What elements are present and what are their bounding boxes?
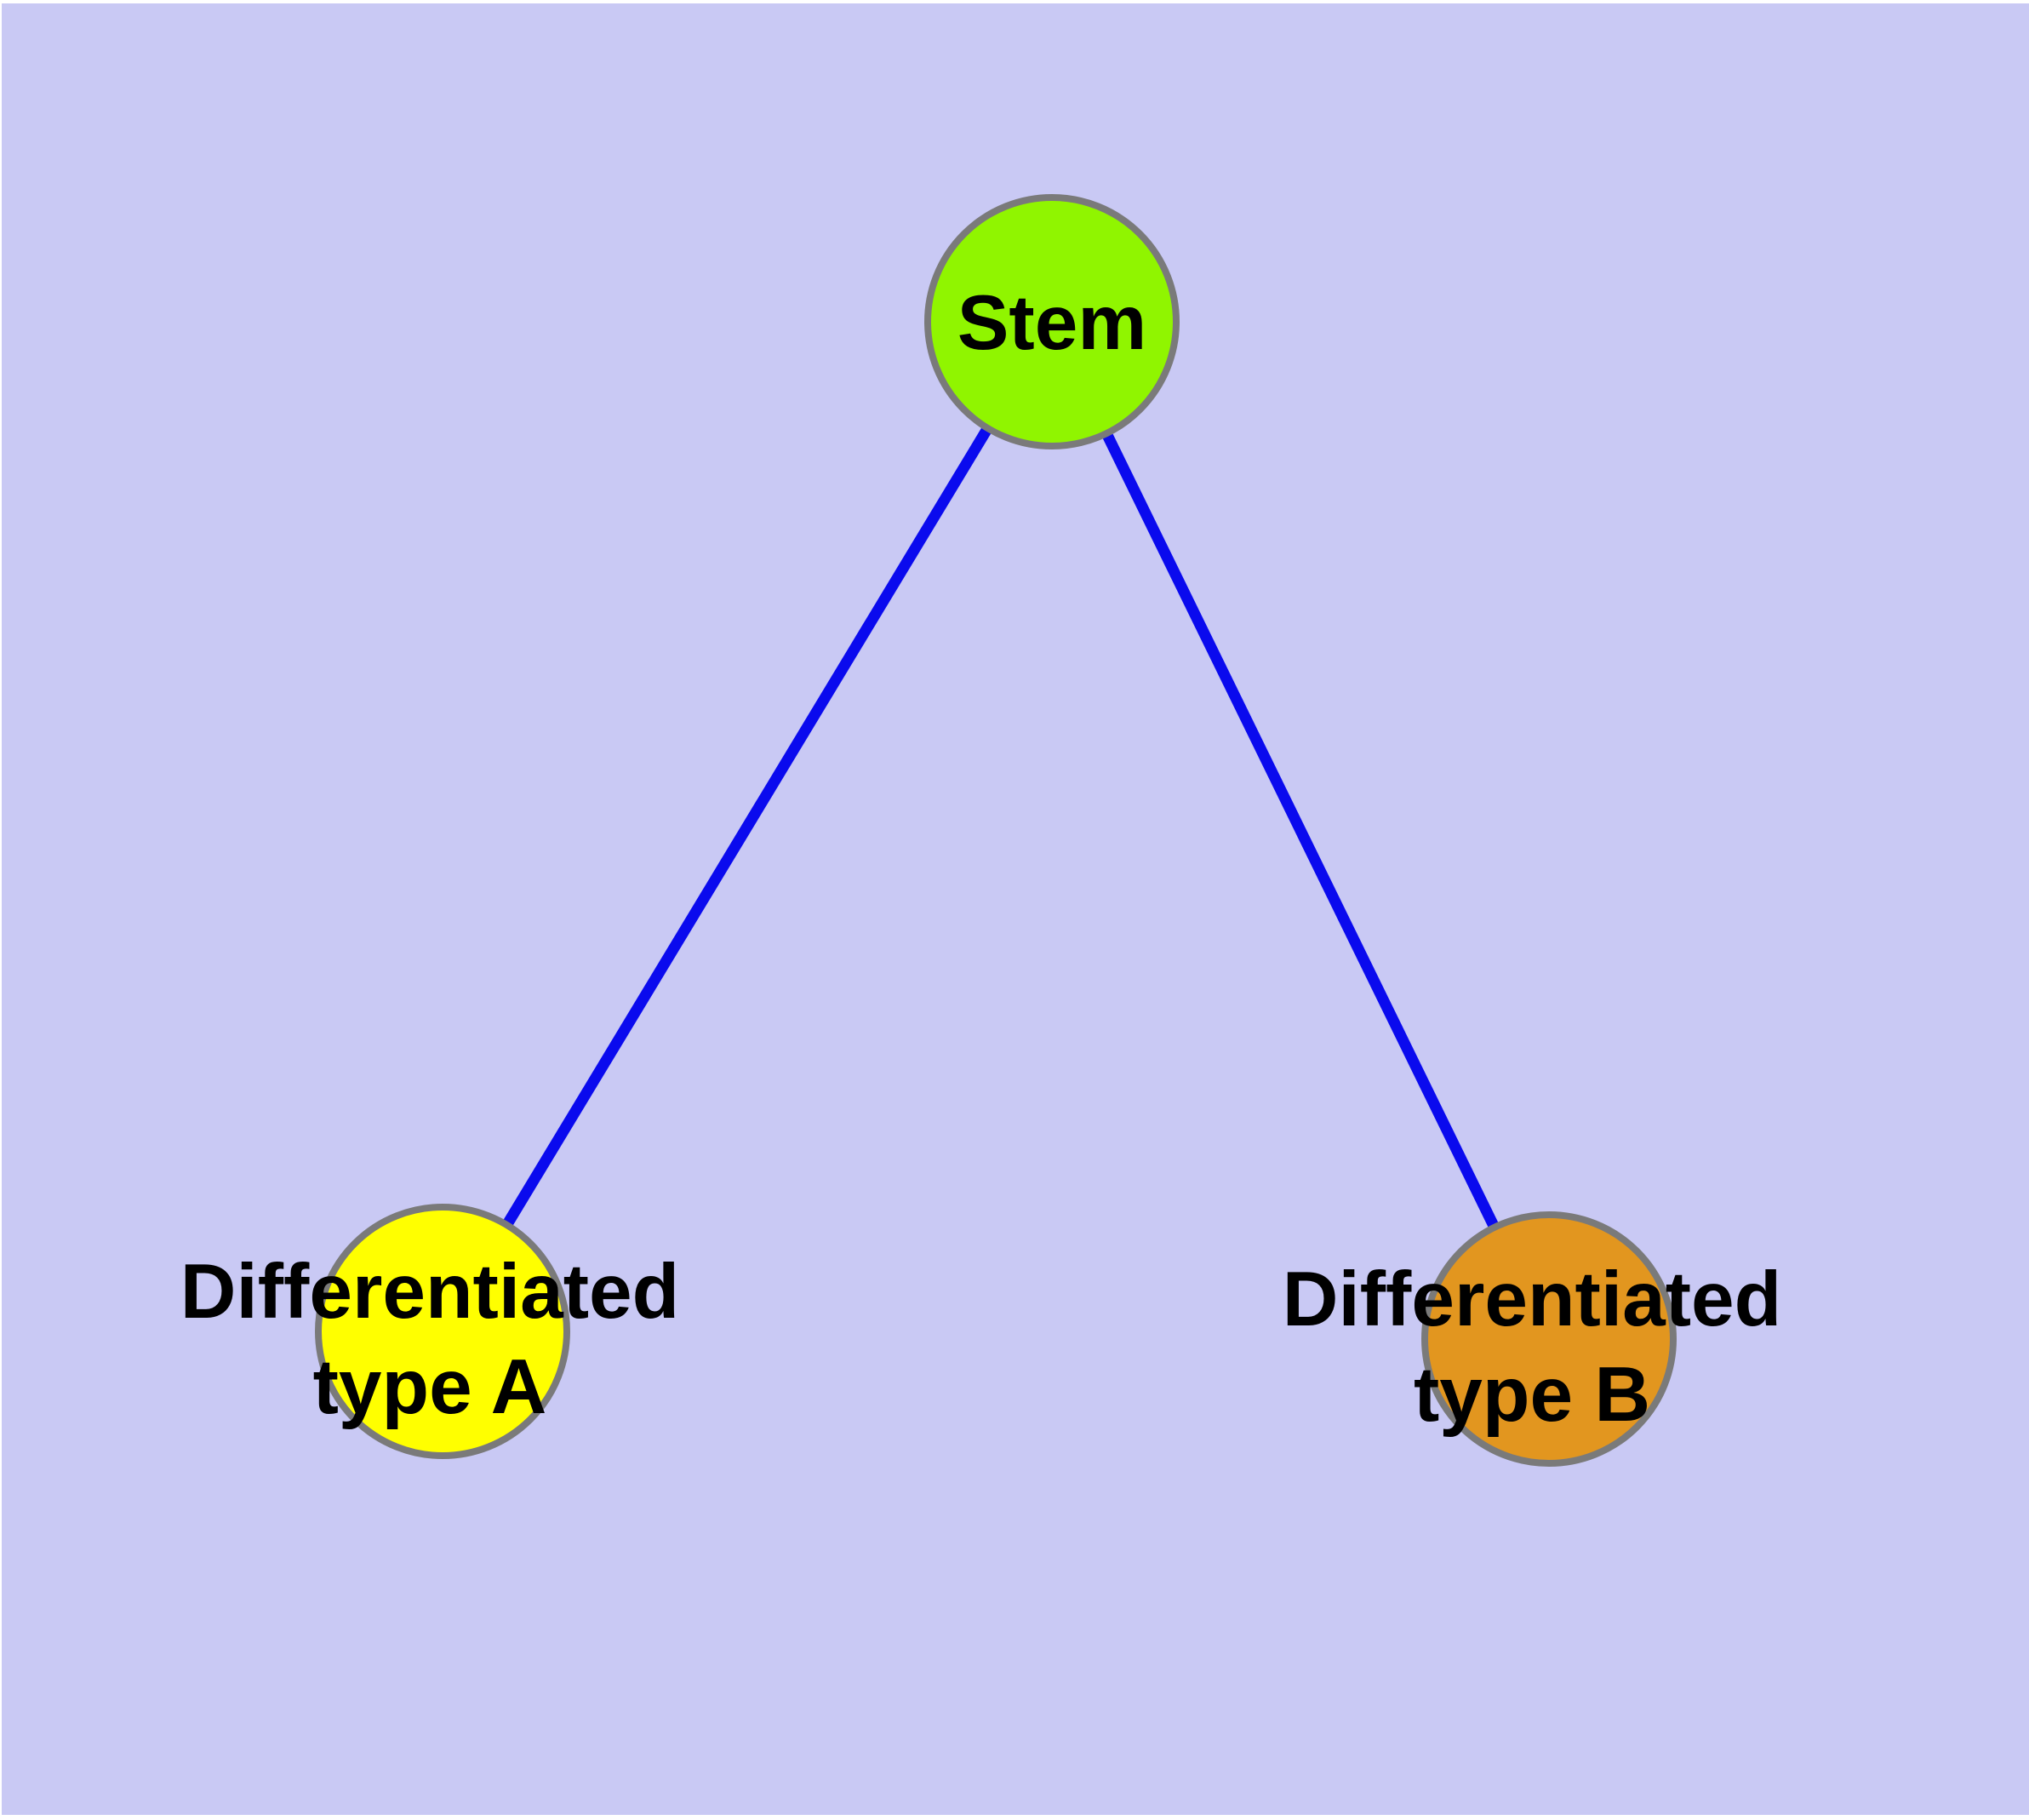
node-type-a-label-line2: type A (313, 1344, 547, 1430)
node-type-b-label-line2: type B (1414, 1352, 1650, 1438)
node-type-a-label-line1: Differentiated (180, 1249, 680, 1335)
node-differentiated-type-b (1421, 1211, 1677, 1467)
node-type-b-label-line1: Differentiated (1283, 1256, 1782, 1342)
node-differentiated-type-a (315, 1204, 570, 1459)
edge-stem-to-type-a (437, 318, 1057, 1335)
node-stem (924, 194, 1180, 449)
edge-stem-to-type-b (1047, 319, 1554, 1342)
node-stem-label: Stem (957, 280, 1147, 366)
